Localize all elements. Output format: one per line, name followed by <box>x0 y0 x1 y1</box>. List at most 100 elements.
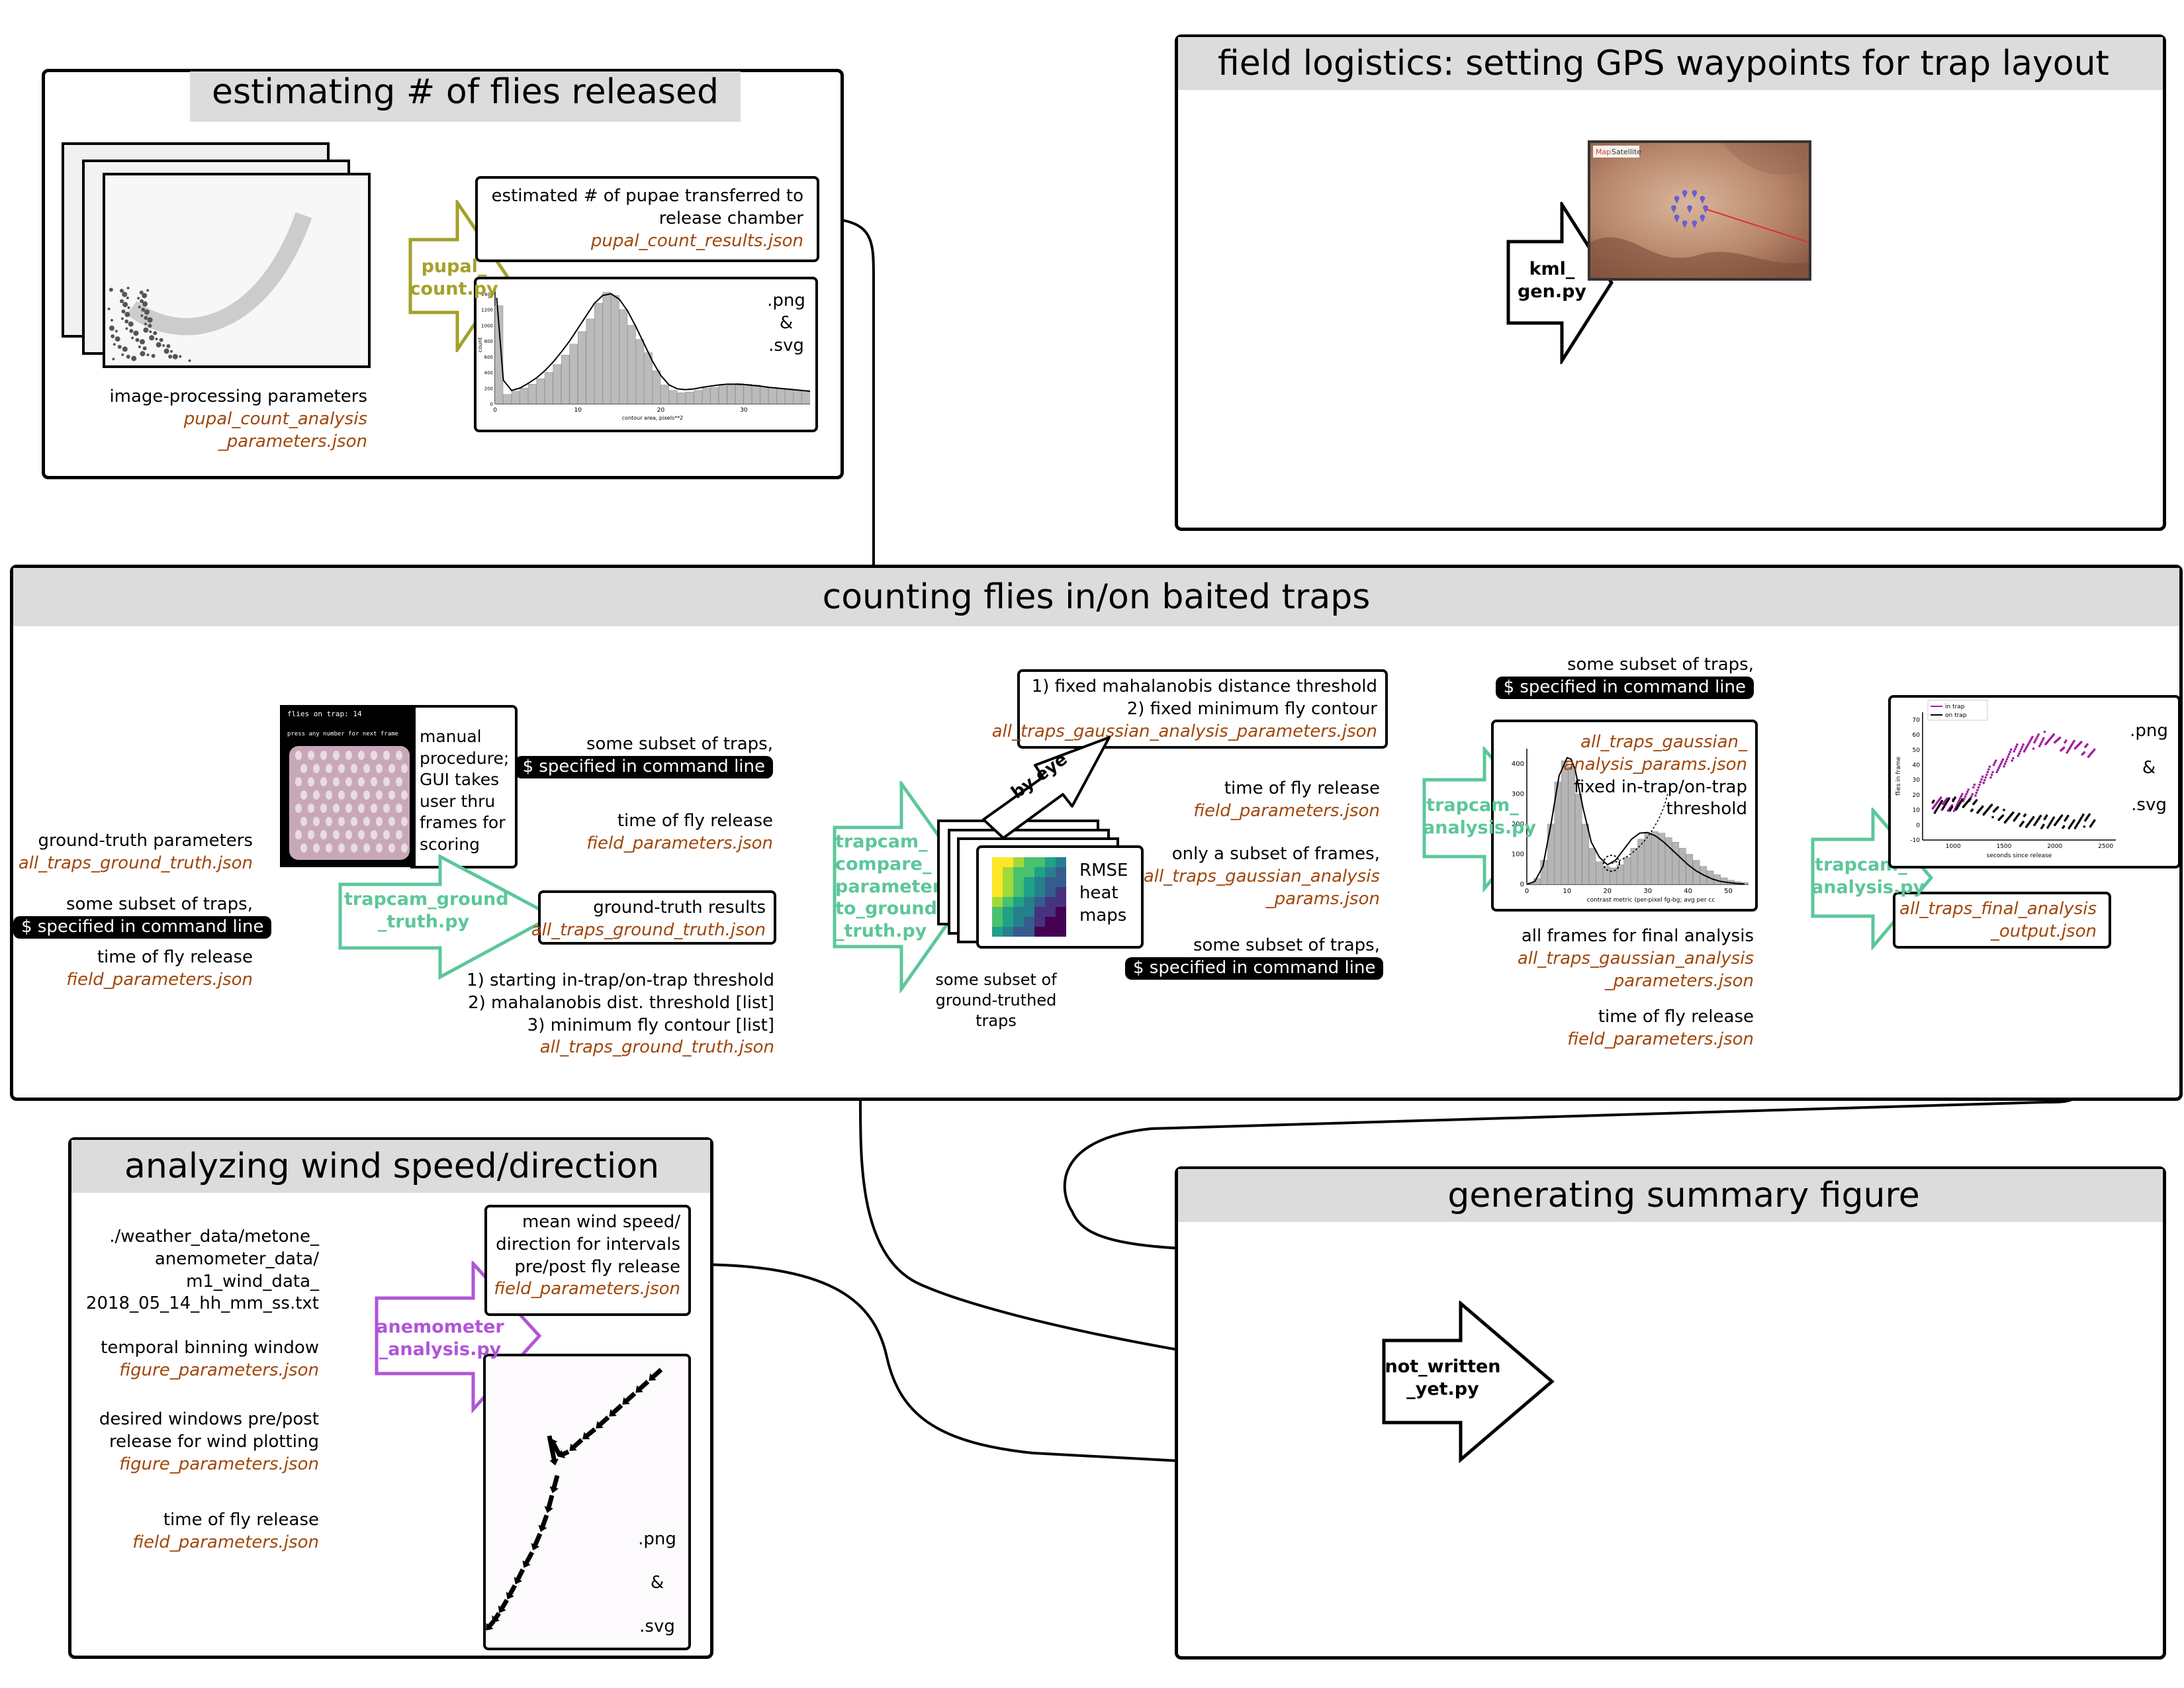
compare-script[interactable]: trapcam_ compare_ parameters_ to_ground … <box>835 831 961 943</box>
wind-panel-title: analyzing wind speed/direction <box>71 1140 710 1193</box>
in-trap-point <box>1966 790 1969 794</box>
fin-all-frames-file-1: all_traps_gaussian_analysis <box>1517 948 1754 968</box>
fin-release-label: time of fly release <box>1598 1007 1754 1027</box>
wind-release: time of fly release <box>163 1510 319 1530</box>
pupa-dot <box>113 343 116 346</box>
on-trap-point <box>2083 825 2086 828</box>
ground-truth-script[interactable]: trapcam_ground _truth.py <box>344 888 509 933</box>
heatmap-cell <box>1024 867 1034 877</box>
on-trap-point <box>2073 819 2075 822</box>
wind-arrow-shaft <box>500 1599 510 1610</box>
in-trap-point <box>2028 741 2031 744</box>
trap-hole <box>376 764 383 773</box>
hist2-bar <box>1623 857 1631 885</box>
ts-y-tick: 30 <box>1913 777 1921 784</box>
wind-arrow-head <box>514 1577 523 1585</box>
heatmap-cell <box>1056 887 1066 897</box>
hist1-bar <box>594 303 603 404</box>
wind-arrow-head <box>569 1443 577 1451</box>
pupa-dot <box>107 307 111 310</box>
hist1-bar <box>660 385 669 404</box>
hist2-bar <box>1686 854 1693 885</box>
wind-windows-2: release for wind plotting <box>109 1431 319 1452</box>
traps-panel-title: counting flies in/on baited traps <box>13 568 2179 626</box>
hist1-bar <box>677 393 686 404</box>
heatmap-cell <box>1045 877 1056 887</box>
anemometer-script[interactable]: anemometer _analysis.py <box>374 1316 506 1361</box>
pupa-dot <box>155 338 158 341</box>
heatmap-cell <box>1003 887 1013 897</box>
in-trap-point <box>1967 788 1970 791</box>
trap-hole <box>376 790 383 800</box>
in-trap-point <box>2015 745 2018 749</box>
wind-arrow-head <box>596 1421 604 1429</box>
on-trap-point <box>2060 814 2064 817</box>
wind-path-4: 2018_05_14_hh_mm_ss.txt <box>85 1293 319 1314</box>
image-params-file-1: pupal_count_analysis <box>183 408 367 429</box>
in-trap-point <box>2037 733 2040 736</box>
in-trap-point <box>2029 739 2032 742</box>
on-trap-point <box>1940 800 1943 802</box>
gt-results-box: ground-truth results all_traps_ground_tr… <box>531 890 776 945</box>
waypoint-marker <box>1692 190 1698 199</box>
hist1-y-tick: 1200 <box>481 308 493 313</box>
wind-arrow-shaft <box>562 1449 570 1457</box>
hist2-bar <box>1658 833 1666 885</box>
in-trap-point <box>1999 765 2001 767</box>
trap-hole <box>351 817 357 826</box>
pupa-dot <box>131 355 137 361</box>
pupae-result-line-1: estimated # of pupae transferred to <box>491 186 803 206</box>
on-trap-point <box>1954 796 1956 799</box>
hist2-x-label: contrast metric (per-pixel fg-bg; avg pe… <box>1587 897 1715 904</box>
pupa-dot <box>112 357 115 361</box>
in-trap-point <box>2052 733 2056 736</box>
analysis-script-1[interactable]: trapcam_ analysis.py <box>1423 794 1536 839</box>
hist1-bar <box>644 352 653 404</box>
heatmap-cell <box>992 887 1003 897</box>
mean-wind-1: mean wind speed/ <box>522 1212 680 1232</box>
ts-x-tick: 2000 <box>2047 843 2062 850</box>
in-trap-point <box>1958 799 1961 802</box>
in-trap-point <box>1960 794 1963 798</box>
hist1-bar <box>685 391 694 404</box>
ts-fmt-amp: & <box>2142 757 2156 778</box>
on-trap-point <box>2062 825 2066 828</box>
pupa-dot <box>124 319 129 324</box>
heatmap-cell <box>1034 887 1045 897</box>
in-trap-point <box>1974 794 1977 797</box>
trap-hole <box>363 817 370 826</box>
in-trap-point <box>2038 745 2041 747</box>
in-trap-point <box>1975 791 1978 794</box>
manual-line-4: user thru <box>420 791 496 811</box>
in-trap-point <box>2064 739 2068 742</box>
gt-cmdline-badge: $ specified in command line <box>13 915 272 939</box>
pupa-dot <box>139 290 144 295</box>
hist1-bar <box>776 388 786 404</box>
summary-script[interactable]: not_written _yet.py <box>1383 1356 1502 1401</box>
trap-hole <box>345 830 352 839</box>
in-trap-point <box>1984 776 1987 779</box>
in-trap-point <box>2042 737 2045 740</box>
wind-arrow-shaft <box>516 1568 525 1581</box>
in-trap-point <box>2009 751 2011 753</box>
pupal-count-script[interactable]: pupal_ count.py <box>408 256 500 301</box>
in-trap-point <box>1999 762 2003 765</box>
trap-hole <box>313 790 320 800</box>
in-trap-point <box>2083 751 2086 754</box>
in-trap-point <box>2016 743 2019 746</box>
in-trap-point <box>1976 788 1979 792</box>
wind-arrow-head <box>609 1409 617 1417</box>
kml-gen-script-line-2: gen.py <box>1517 281 1587 302</box>
final-to-summary-line <box>1063 945 2083 1252</box>
in-trap-point <box>1987 768 1990 771</box>
pupa-dot <box>133 330 139 336</box>
hist1-bar <box>586 318 595 404</box>
hist1-bar <box>694 390 702 404</box>
heatmap-cell <box>1056 857 1066 867</box>
heatmap-cell <box>1024 877 1034 887</box>
kml-gen-script[interactable]: kml_ gen.py <box>1506 258 1598 303</box>
pupa-dot <box>124 312 130 318</box>
pupa-dot <box>110 318 113 322</box>
pupa-dot <box>114 330 118 333</box>
pupa-dot <box>129 329 134 334</box>
